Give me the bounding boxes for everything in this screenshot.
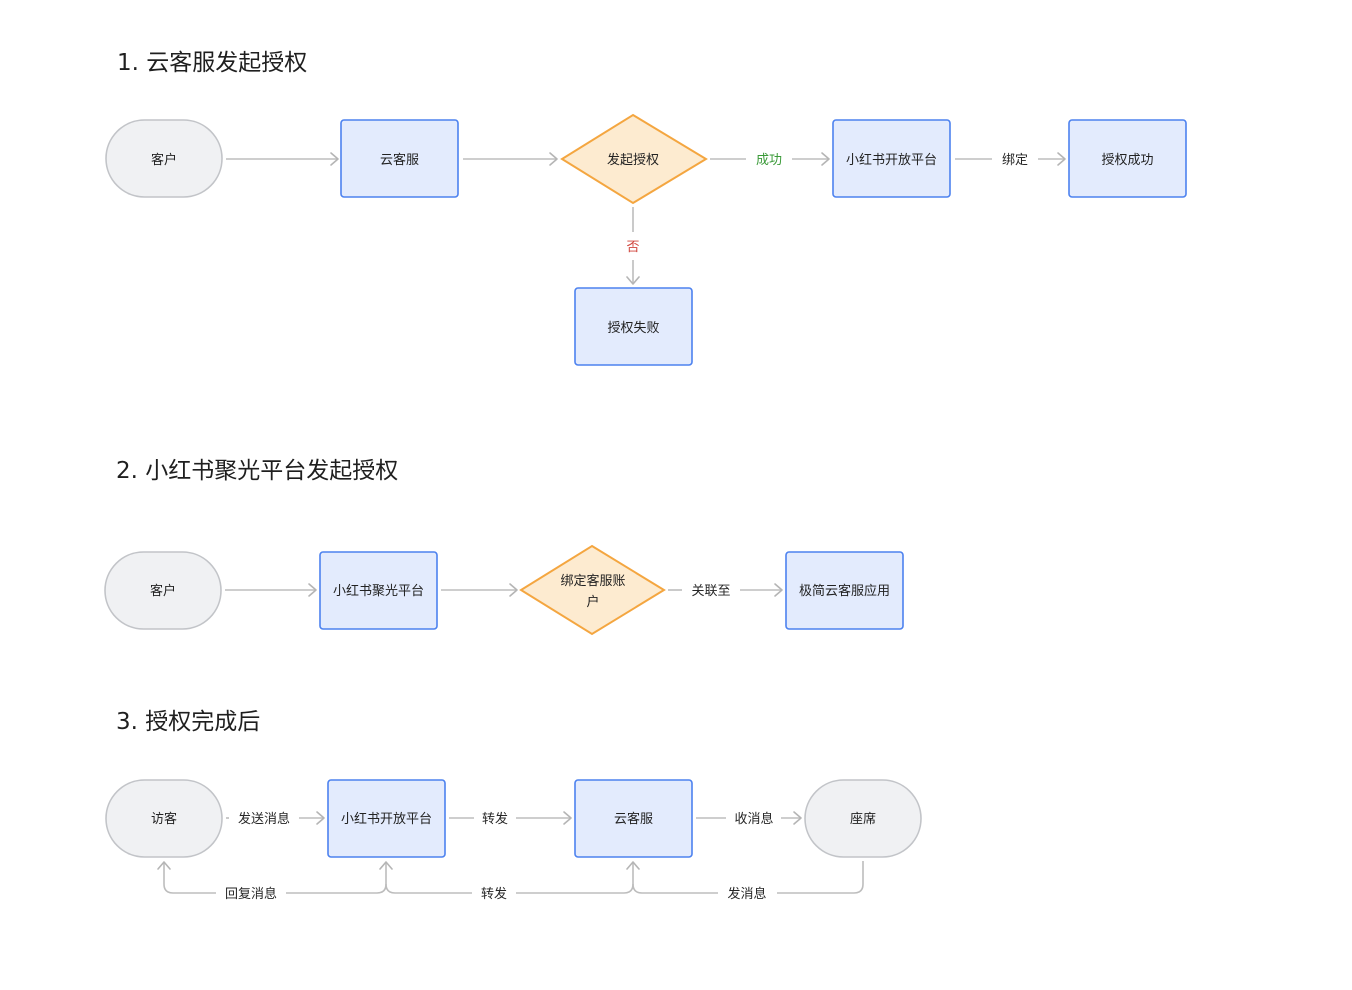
section-2-heading: 2. 小红书聚光平台发起授权 [116, 458, 398, 484]
arrow-head [774, 583, 783, 597]
node-label: 云客服 [380, 152, 419, 168]
arrow-head [1057, 152, 1066, 166]
node-visitor: 访客 [105, 779, 223, 858]
node-label: 客户 [151, 152, 177, 168]
node-customer-2: 客户 [104, 551, 222, 630]
node-auth-failed: 授权失败 [574, 287, 693, 366]
node-bind-account: 绑定客服账 户 [519, 544, 666, 636]
node-cloud-service-3: 云客服 [574, 779, 693, 858]
process-shape [832, 119, 951, 198]
edge-label-forward: 转发 [482, 811, 508, 827]
edge-label-link-to: 关联至 [691, 584, 730, 599]
edge-open-platform-return [286, 883, 387, 894]
node-label: 授权失败 [607, 320, 659, 336]
arrow-head [821, 152, 830, 166]
edge-cloud-return [516, 883, 634, 894]
node-label: 小红书聚光平台 [333, 583, 424, 599]
edge-label-reply-message: 回复消息 [225, 886, 277, 902]
node-jijian-app: 极简云客服应用 [785, 551, 904, 630]
edge-label-send-message: 发送消息 [238, 811, 290, 827]
arrow-head [626, 276, 640, 285]
terminal-shape [105, 779, 223, 858]
decision-shape [519, 544, 666, 636]
process-shape [574, 779, 693, 858]
arrow-head [316, 811, 325, 825]
arrow-head [549, 152, 558, 166]
process-shape [574, 287, 693, 366]
process-shape [785, 551, 904, 630]
edge-label-send-back: 发消息 [727, 886, 766, 902]
arrow-head [308, 583, 317, 597]
arrow-head [793, 811, 802, 825]
edge-forward-back-to-open-platform [385, 862, 472, 894]
arrow-head [563, 811, 572, 825]
node-label-line-2: 户 [586, 594, 599, 610]
arrow-head [379, 861, 393, 870]
process-shape [327, 779, 446, 858]
arrow-head [509, 583, 518, 597]
process-shape [319, 551, 438, 630]
node-label-line-1: 绑定客服账 [560, 573, 625, 589]
edge-label-receive-message: 收消息 [734, 811, 773, 827]
node-agent: 座席 [804, 779, 922, 858]
node-label: 座席 [850, 811, 876, 827]
node-label: 授权成功 [1101, 152, 1153, 168]
section-1-heading: 1. 云客服发起授权 [117, 50, 307, 76]
edge-label-no: 否 [626, 240, 639, 255]
node-label: 访客 [151, 811, 177, 827]
arrow-head [626, 861, 640, 870]
node-xhs-open-platform-1: 小红书开放平台 [832, 119, 951, 198]
section-1-connectors [226, 152, 1066, 285]
node-label: 云客服 [614, 811, 653, 827]
node-auth-success: 授权成功 [1068, 119, 1187, 198]
edge-label-forward-back: 转发 [481, 886, 507, 902]
terminal-shape [804, 779, 922, 858]
node-xhs-open-platform-3: 小红书开放平台 [327, 779, 446, 858]
arrow-head [330, 152, 339, 166]
arrow-head [157, 861, 171, 870]
process-shape [340, 119, 459, 198]
node-label: 发起授权 [607, 152, 659, 168]
edge-reply-to-visitor [163, 862, 216, 894]
node-label: 小红书开放平台 [846, 152, 937, 168]
node-label: 极简云客服应用 [799, 583, 890, 599]
terminal-shape [105, 119, 223, 198]
section-2-connectors [225, 583, 783, 597]
process-shape [1068, 119, 1187, 198]
decision-shape [560, 113, 708, 205]
node-label: 小红书开放平台 [341, 811, 432, 827]
node-initiate-auth: 发起授权 [560, 113, 708, 205]
terminal-shape [104, 551, 222, 630]
node-xhs-juguang: 小红书聚光平台 [319, 551, 438, 630]
node-customer-1: 客户 [105, 119, 223, 198]
edge-label-success: 成功 [756, 153, 782, 168]
section-3-connectors [157, 811, 864, 894]
node-cloud-service-1: 云客服 [340, 119, 459, 198]
edge-agent-return [777, 861, 864, 894]
section-3-heading: 3. 授权完成后 [116, 709, 260, 735]
node-label: 客户 [150, 583, 176, 599]
edge-label-bind: 绑定 [1002, 153, 1028, 168]
edge-send-back-to-cloud [632, 862, 718, 894]
